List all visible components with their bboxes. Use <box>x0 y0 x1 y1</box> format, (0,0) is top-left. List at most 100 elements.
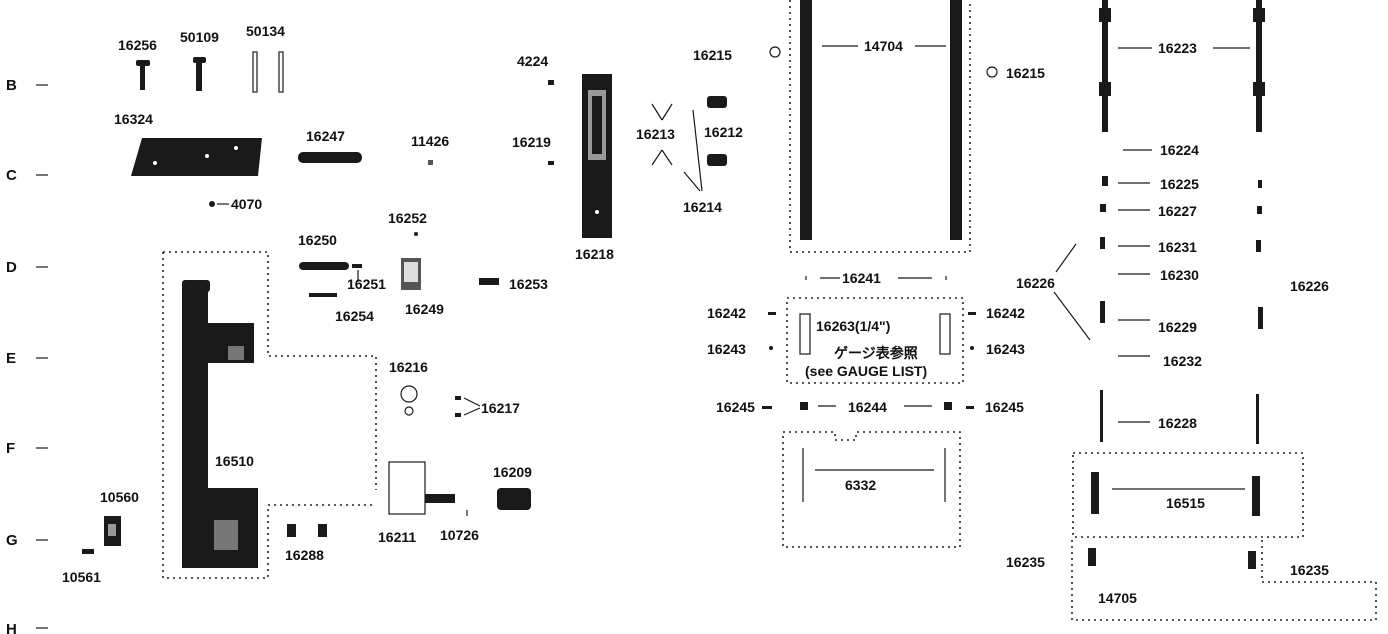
part-11426 <box>428 160 433 165</box>
spring-16229-b <box>1258 307 1263 329</box>
label-16244: 16244 <box>848 399 887 415</box>
label-16288: 16288 <box>285 547 324 563</box>
label-16231: 16231 <box>1158 239 1197 255</box>
label-16249: 16249 <box>405 301 444 317</box>
rod-16228-a <box>1100 390 1103 442</box>
label-16235-b: 16235 <box>1290 562 1329 578</box>
part-16235-a <box>1088 548 1096 566</box>
collar-16223-a <box>1099 8 1111 22</box>
label-14705: 14705 <box>1098 590 1137 606</box>
row-index: B C D E F G H <box>6 77 48 634</box>
part-16227-b <box>1257 206 1262 214</box>
label-16212: 16212 <box>704 124 743 140</box>
part-16231-a <box>1100 237 1105 249</box>
label-16247: 16247 <box>306 128 345 144</box>
label-16229: 16229 <box>1158 319 1197 335</box>
label-6332: 6332 <box>845 477 876 493</box>
label-16250: 16250 <box>298 232 337 248</box>
label-11426: 11426 <box>411 133 449 149</box>
clip-16212-b <box>707 154 727 166</box>
label-16232: 16232 <box>1163 353 1202 369</box>
part-16217-a <box>455 396 461 400</box>
screw-16256 <box>136 60 150 90</box>
label-16226-a: 16226 <box>1016 275 1055 291</box>
bar-16218 <box>582 74 612 238</box>
label-10560: 10560 <box>100 489 139 505</box>
screw-4224 <box>548 80 554 85</box>
collar-16223-d <box>1253 82 1265 96</box>
rod-16223-right <box>1256 0 1262 132</box>
label-16254: 16254 <box>335 308 374 324</box>
label-16252: 16252 <box>388 210 427 226</box>
boundary-14704 <box>789 0 971 253</box>
label-16251: 16251 <box>347 276 386 292</box>
ring-16215-a <box>769 46 781 58</box>
label-16213: 16213 <box>636 126 675 142</box>
plate-16324 <box>131 138 262 176</box>
label-16324: 16324 <box>114 111 153 127</box>
label-gauge-jp: ゲージ表参照 <box>834 345 918 361</box>
boundary-16510 <box>163 251 377 490</box>
pins-50134 <box>252 51 284 93</box>
label-16223: 16223 <box>1158 40 1197 56</box>
label-16214: 16214 <box>683 199 722 215</box>
part-16243-a <box>769 346 773 350</box>
label-16235-a: 16235 <box>1006 554 1045 570</box>
leader-16226-a <box>1055 243 1077 273</box>
label-16219: 16219 <box>512 134 551 150</box>
row-label-d: D <box>6 259 17 276</box>
spring-16515-b <box>1252 476 1260 516</box>
screw-16219 <box>548 161 554 165</box>
label-16256: 16256 <box>118 37 157 53</box>
label-16216: 16216 <box>389 359 428 375</box>
label-16230: 16230 <box>1160 267 1199 283</box>
label-16242-b: 16242 <box>986 305 1025 321</box>
part-16245-a <box>762 406 772 409</box>
part-16245-b <box>966 406 974 409</box>
label-16209: 16209 <box>493 464 532 480</box>
rod-16247 <box>298 152 362 163</box>
label-16218: 16218 <box>575 246 614 262</box>
label-14704: 14704 <box>864 38 903 54</box>
label-16245-b: 16245 <box>985 399 1024 415</box>
bushing-16288-b <box>318 524 327 537</box>
spring-16229-a <box>1100 301 1105 323</box>
label-16243-b: 16243 <box>986 341 1025 357</box>
label-16225: 16225 <box>1160 176 1199 192</box>
part-16235-b <box>1248 551 1256 569</box>
label-50109: 50109 <box>180 29 219 45</box>
leader-16214-b <box>683 171 701 192</box>
leader-16226-b <box>1053 291 1091 341</box>
part-16225-a <box>1102 176 1108 186</box>
part-16216 <box>400 385 418 416</box>
pin-16254 <box>309 293 337 297</box>
part-16243-b <box>970 346 974 350</box>
pin-16250-tip <box>352 264 362 268</box>
part-16231-b <box>1256 240 1261 252</box>
label-50134: 50134 <box>246 23 285 39</box>
label-16253: 16253 <box>509 276 548 292</box>
label-16243-a: 16243 <box>707 341 746 357</box>
block-16249 <box>401 258 421 290</box>
label-16245-a: 16245 <box>716 399 755 415</box>
collar-16223-c <box>1253 8 1265 22</box>
label-16224: 16224 <box>1160 142 1199 158</box>
rod-16228-b <box>1256 394 1259 444</box>
clip-16212-a <box>707 96 727 108</box>
row-label-c: C <box>6 167 17 184</box>
leader-16217-b <box>463 407 481 416</box>
screw-50109 <box>193 57 206 91</box>
boundary-6332 <box>782 431 961 548</box>
part-16253 <box>479 278 499 285</box>
collar-16223-b <box>1099 82 1111 96</box>
leader-16214-a <box>692 109 703 192</box>
frame-16510 <box>182 280 258 568</box>
label-gauge-en: (see GAUGE LIST) <box>805 363 927 379</box>
screw-4070 <box>209 201 215 207</box>
label-16263: 16263(1/4") <box>816 318 890 334</box>
label-4070: 4070 <box>231 196 262 212</box>
label-16510: 16510 <box>215 453 254 469</box>
leader-16217-a <box>463 397 481 407</box>
boundary-16263 <box>786 297 964 384</box>
